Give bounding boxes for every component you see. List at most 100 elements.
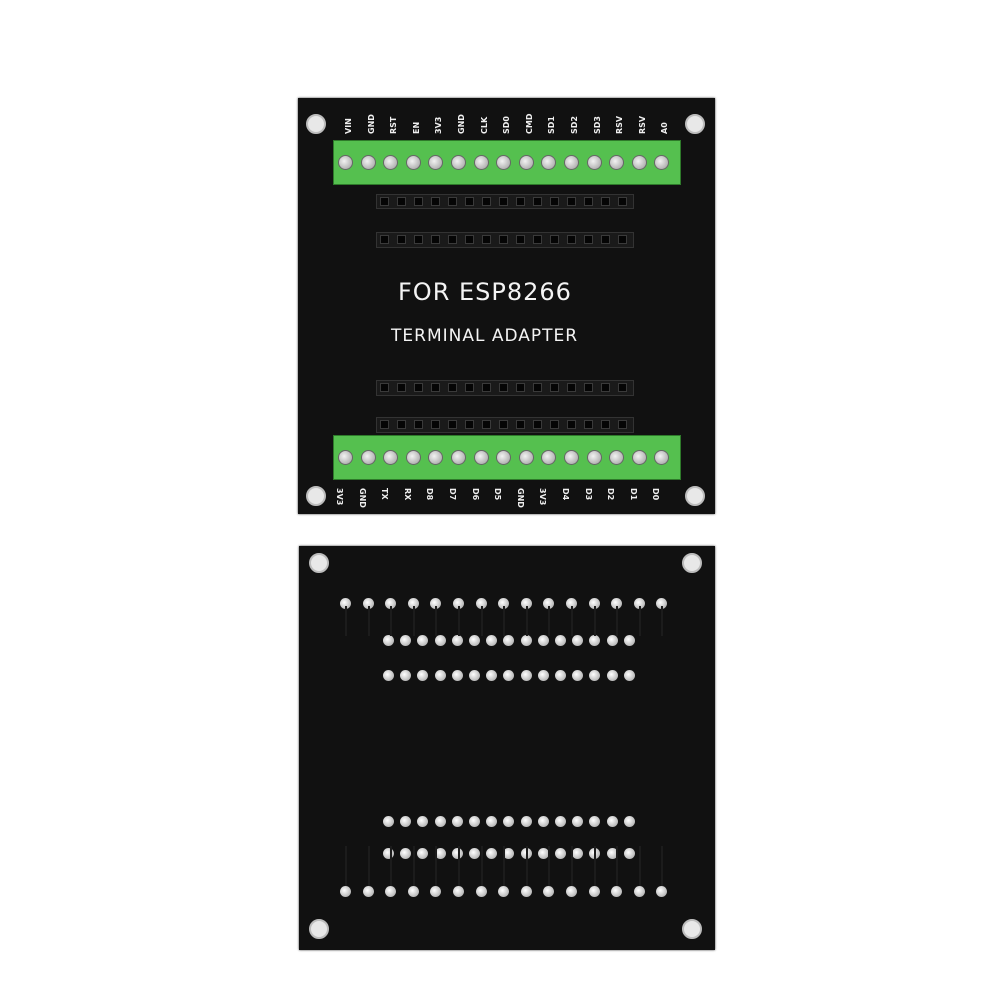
pin-label: RSV [637, 115, 647, 134]
pin-label: 3V3 [335, 488, 344, 506]
header-socket [516, 420, 525, 429]
solder-pad [451, 635, 463, 646]
terminal-screw [405, 450, 421, 465]
copper-trace [458, 846, 460, 886]
pin-label: CLK [479, 116, 489, 134]
copper-trace [390, 846, 393, 886]
header-socket [618, 420, 627, 429]
top-female-header-inner [376, 232, 634, 248]
solder-pad [520, 635, 532, 646]
solder-pad [434, 848, 446, 859]
header-socket [584, 383, 593, 392]
header-socket [414, 197, 423, 206]
terminal-screw [473, 450, 489, 465]
mounting-hole [309, 553, 329, 573]
header-socket [380, 383, 389, 392]
terminal-screw [383, 450, 399, 465]
copper-trace [616, 846, 619, 886]
header-socket [584, 197, 593, 206]
solder-pad [606, 670, 618, 681]
solder-pad [606, 635, 618, 646]
header-socket [414, 235, 423, 244]
solder-pad [572, 848, 584, 859]
header-socket [550, 197, 559, 206]
mounting-hole [685, 114, 705, 134]
pin-label: D0 [651, 488, 661, 501]
solder-pad [588, 598, 600, 609]
header-socket [397, 197, 406, 206]
header-socket [618, 383, 627, 392]
solder-pad [606, 816, 618, 827]
solder-pad [417, 848, 429, 859]
pin-label: D7 [448, 488, 457, 501]
header-socket [499, 197, 508, 206]
pin-label: GND [366, 114, 376, 134]
solder-pad [555, 635, 566, 646]
solder-pad [469, 670, 480, 681]
solder-pad [572, 670, 584, 681]
pin-label: RSV [615, 115, 625, 134]
header-socket [550, 420, 559, 429]
solder-pad [469, 816, 480, 827]
copper-trace [571, 606, 573, 636]
copper-trace [345, 606, 347, 636]
solder-pad [656, 598, 668, 609]
bottom-screw-terminal-block [333, 435, 681, 480]
terminal-screw [541, 450, 557, 465]
pin-label: D8 [425, 488, 435, 501]
solder-pad [434, 635, 446, 646]
solder-pad [589, 635, 601, 646]
copper-trace [525, 846, 528, 886]
header-socket [516, 235, 525, 244]
solder-pad [588, 886, 600, 897]
solder-pad [362, 598, 374, 609]
header-socket [397, 420, 406, 429]
header-socket [567, 197, 576, 206]
top-female-header-outer [376, 194, 634, 209]
terminal-screw [586, 155, 602, 170]
solder-pad [503, 635, 515, 646]
header-socket [601, 235, 610, 244]
solder-pad [520, 598, 532, 609]
pin-label: TX [380, 488, 390, 500]
copper-trace [661, 606, 664, 636]
mounting-hole [682, 919, 702, 939]
terminal-screw [451, 155, 466, 170]
solder-pad [385, 598, 397, 609]
solder-pad [362, 886, 374, 897]
pin-label: VIN [344, 118, 353, 134]
pin-label: GND [357, 488, 367, 508]
solder-pad [555, 670, 566, 681]
solder-pad [430, 598, 442, 609]
terminal-screw [518, 450, 534, 465]
solder-pad [383, 848, 394, 859]
copper-trace [571, 846, 573, 886]
pin-label: CMD [524, 113, 534, 134]
header-socket [482, 383, 491, 392]
pin-label: SD2 [570, 116, 579, 134]
terminal-screw [360, 155, 376, 170]
solder-pad [656, 886, 668, 897]
header-socket [465, 235, 474, 244]
pin-label: GND [515, 488, 525, 508]
header-socket [533, 383, 542, 392]
terminal-screw [518, 155, 534, 170]
solder-pad [543, 598, 555, 609]
mounting-hole [306, 486, 326, 506]
pin-label: 3V3 [434, 116, 444, 134]
header-socket [431, 197, 440, 206]
header-socket [431, 235, 440, 244]
copper-trace [638, 606, 641, 636]
copper-trace [593, 846, 596, 886]
pin-label: EN [411, 121, 421, 134]
mounting-hole [309, 919, 329, 939]
bottom-female-header-outer [376, 417, 634, 433]
solder-pad [543, 886, 555, 897]
header-socket [465, 383, 474, 392]
copper-trace [548, 846, 551, 886]
solder-pad [434, 670, 446, 681]
terminal-screw [338, 155, 353, 170]
header-socket [397, 235, 406, 244]
copper-trace [412, 846, 415, 886]
